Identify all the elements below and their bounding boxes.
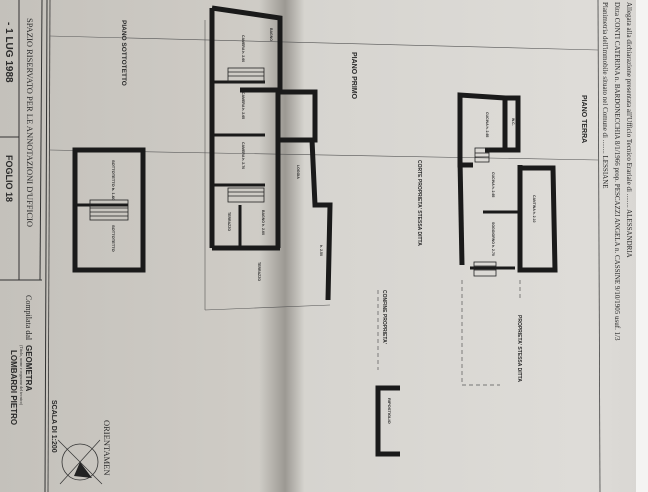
boundary-label: CONFINE PROPRIETA' bbox=[381, 290, 387, 344]
first-floor-title: PIANO PRIMO bbox=[350, 52, 357, 100]
ground-room-kitchen: CUCINA h. 2.65 bbox=[485, 112, 489, 137]
office-space-label: SPAZIO RISERVATO PER LE ANNOTAZIONI D'UF… bbox=[25, 18, 35, 227]
compiler-name: LOMBARDI PIETRO bbox=[9, 350, 18, 425]
first-room-height: h. 2.50 bbox=[319, 245, 323, 256]
attic-title: PIANO SOTTOTETTO bbox=[120, 20, 127, 86]
ground-room-kitchen-2: CUCINA h. 2.65 bbox=[491, 172, 495, 197]
first-room-bath-2: BAGNO h. 2.60 bbox=[261, 210, 265, 235]
compass-icon bbox=[57, 439, 103, 485]
first-room-bedroom-2: CAMERA h. 2.65 bbox=[241, 92, 245, 119]
compiled-by-label: Compilata dal bbox=[24, 295, 33, 341]
ground-floor-title: PIANO TERRA bbox=[580, 95, 587, 143]
ground-floor-plan: PIANO TERRA CUCINA h. 2.65 W.C. CUCINA h… bbox=[377, 92, 587, 386]
header-line-1: Planimetria dell'immobile situato nel Co… bbox=[601, 2, 609, 189]
attic-room-1: SOTTOTETTO h. 1.60 bbox=[111, 160, 116, 201]
first-room-loggia: LOGGIA bbox=[296, 165, 300, 179]
first-room-bedroom-1: CAMERA h. 2.60 bbox=[241, 35, 245, 62]
ground-room-wc: W.C. bbox=[511, 118, 515, 126]
first-room-terrace-2: TERRAZZO bbox=[257, 262, 261, 281]
storage-plan: RIPOSTIGLIO bbox=[375, 385, 400, 457]
header-line-2: Ditta CONTI CATERINA n. BARDONECCHIA 8/1… bbox=[613, 2, 621, 341]
other-property-label: PROPRIETA' STESSA DITTA bbox=[516, 315, 522, 382]
compiler-title-note: (Titolo, nome e cognome del tecnico) bbox=[18, 345, 24, 406]
first-floor-plan: PIANO PRIMO BAGNO CAMERA h. 2.60 CAMERA … bbox=[204, 5, 357, 311]
compiler-title: GEOMETRA bbox=[24, 345, 33, 391]
first-room-terrace: TERRAZZO bbox=[227, 212, 231, 231]
scale-label: SCALA DI 1:200 bbox=[50, 400, 57, 453]
photo-edge bbox=[636, 0, 648, 492]
sheet-number: FOGLIO 18 bbox=[4, 155, 14, 202]
orientation-label: ORIENTAMEN bbox=[102, 420, 112, 476]
frame-lines bbox=[0, 0, 601, 492]
stamp-date: - 1 LUG 1988 bbox=[3, 22, 14, 83]
first-room-bath: BAGNO bbox=[269, 28, 273, 41]
court-label: CORTE PROPRIETA' STESSA DITTA bbox=[416, 160, 422, 246]
header-line-3: Allegata alla dichiarazione presentata a… bbox=[625, 2, 633, 258]
attic-plan: PIANO SOTTOTETTO SOTTOTETTO h. 1.60 SOTT… bbox=[72, 20, 146, 273]
first-room-bedroom-3: CAMERA h. 2.70 bbox=[241, 142, 245, 169]
storage-label: RIPOSTIGLIO bbox=[387, 398, 392, 424]
ground-room-living: SOGGIORNO h. 2.70 bbox=[491, 222, 495, 256]
attic-room-2: SOTTOTETTO bbox=[111, 225, 116, 252]
ground-room-cellar: CANTINA h. 2.10 bbox=[532, 195, 536, 223]
